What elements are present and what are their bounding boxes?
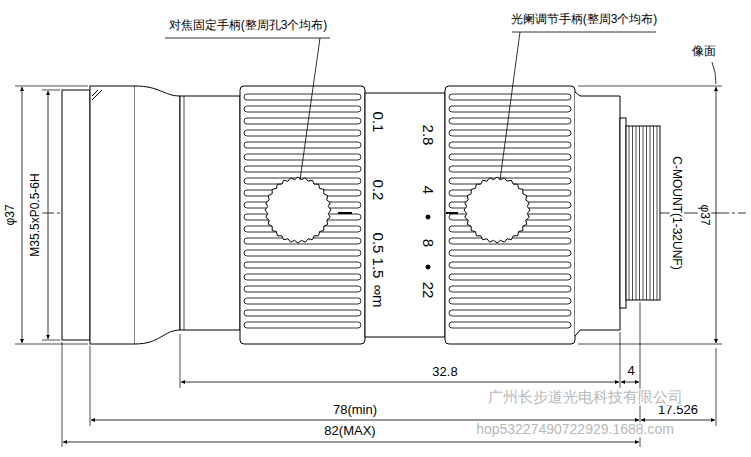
rib xyxy=(244,298,361,304)
watermark: 广州长步道光电科技有限公司 xyxy=(487,389,684,406)
rib xyxy=(244,142,361,148)
aperture-scale: 8 xyxy=(420,238,437,248)
rib xyxy=(244,310,361,316)
dimension-value: 82(MAX) xyxy=(323,424,376,438)
rib xyxy=(449,310,571,316)
aperture-scale: 2.8 xyxy=(420,124,437,147)
thread-line xyxy=(657,126,658,300)
thread-spec: M35.5xP0.5-6H xyxy=(29,172,42,257)
rib xyxy=(244,286,361,292)
rib xyxy=(244,154,361,160)
rib xyxy=(449,142,571,148)
rear-step xyxy=(620,118,626,308)
scale-dot xyxy=(426,215,430,219)
focus-scale: ∞m xyxy=(370,283,387,308)
rib xyxy=(449,286,571,292)
rib xyxy=(244,166,361,172)
rib xyxy=(449,274,571,280)
rib xyxy=(449,166,571,172)
c-mount-thread xyxy=(626,126,660,300)
leader-line xyxy=(712,62,716,84)
focus-scale: 0.2 xyxy=(370,179,387,202)
index-mark xyxy=(446,212,458,214)
thread-line xyxy=(646,126,647,300)
rib xyxy=(244,106,361,112)
leader-line xyxy=(165,38,330,180)
rib xyxy=(449,262,571,268)
leader-line xyxy=(500,32,656,180)
dimension-value: 78(min) xyxy=(332,403,378,417)
dimension-value: φ37 xyxy=(697,203,710,226)
taper xyxy=(135,86,180,344)
ring-ribs xyxy=(449,94,571,328)
rib xyxy=(449,94,571,100)
dimension-value: φ37 xyxy=(4,203,17,226)
rib xyxy=(449,118,571,124)
front-flange xyxy=(62,90,90,340)
thread-line xyxy=(650,126,651,300)
rib xyxy=(449,322,571,328)
rib xyxy=(244,250,361,256)
thread-line xyxy=(632,126,633,300)
rib xyxy=(449,250,571,256)
rib xyxy=(449,130,571,136)
notch xyxy=(92,90,102,100)
callout-text: 像面 xyxy=(691,45,717,58)
rib xyxy=(244,274,361,280)
thread-line xyxy=(643,126,644,300)
rib xyxy=(244,130,361,136)
dimension-lines xyxy=(22,87,716,442)
body xyxy=(180,96,240,330)
thread-spec: C-MOUNT(1-32UNF) xyxy=(669,155,682,270)
dimension-value: 32.8 xyxy=(431,365,458,379)
dimension-value: 4 xyxy=(626,364,635,378)
aperture-scale: 22 xyxy=(420,281,437,300)
focus-scale: 1.5 xyxy=(370,257,387,280)
watermark: hop53227490722929.1688.com xyxy=(475,422,675,437)
rib xyxy=(244,322,361,328)
scale-dot xyxy=(426,265,430,269)
thread-lines xyxy=(629,126,657,300)
index-mark xyxy=(338,212,352,214)
focus-lock-knob xyxy=(265,177,331,243)
thread-line xyxy=(639,126,640,300)
callout-text: 光阑调节手柄(整周3个均布) xyxy=(510,13,659,26)
scale-band xyxy=(365,93,445,337)
focus-scale: 0.1 xyxy=(370,111,387,134)
rib xyxy=(244,262,361,268)
thread-line xyxy=(636,126,637,300)
rib xyxy=(244,118,361,124)
rib xyxy=(449,154,571,160)
rear-body xyxy=(575,92,620,336)
focus-scale: 0.5 xyxy=(370,232,387,255)
aperture-ring xyxy=(445,86,575,344)
callout-text: 对焦固定手柄(整周孔3个均布) xyxy=(168,19,329,32)
aperture-scale: 4 xyxy=(420,185,437,195)
front-barrel xyxy=(90,86,135,344)
thread-line xyxy=(629,126,630,300)
focus-ring xyxy=(240,86,365,344)
thread-line xyxy=(653,126,654,300)
rib xyxy=(449,298,571,304)
ring-ribs xyxy=(244,94,361,328)
iris-knob xyxy=(464,177,530,243)
extension-lines xyxy=(15,86,722,447)
rib xyxy=(244,94,361,100)
